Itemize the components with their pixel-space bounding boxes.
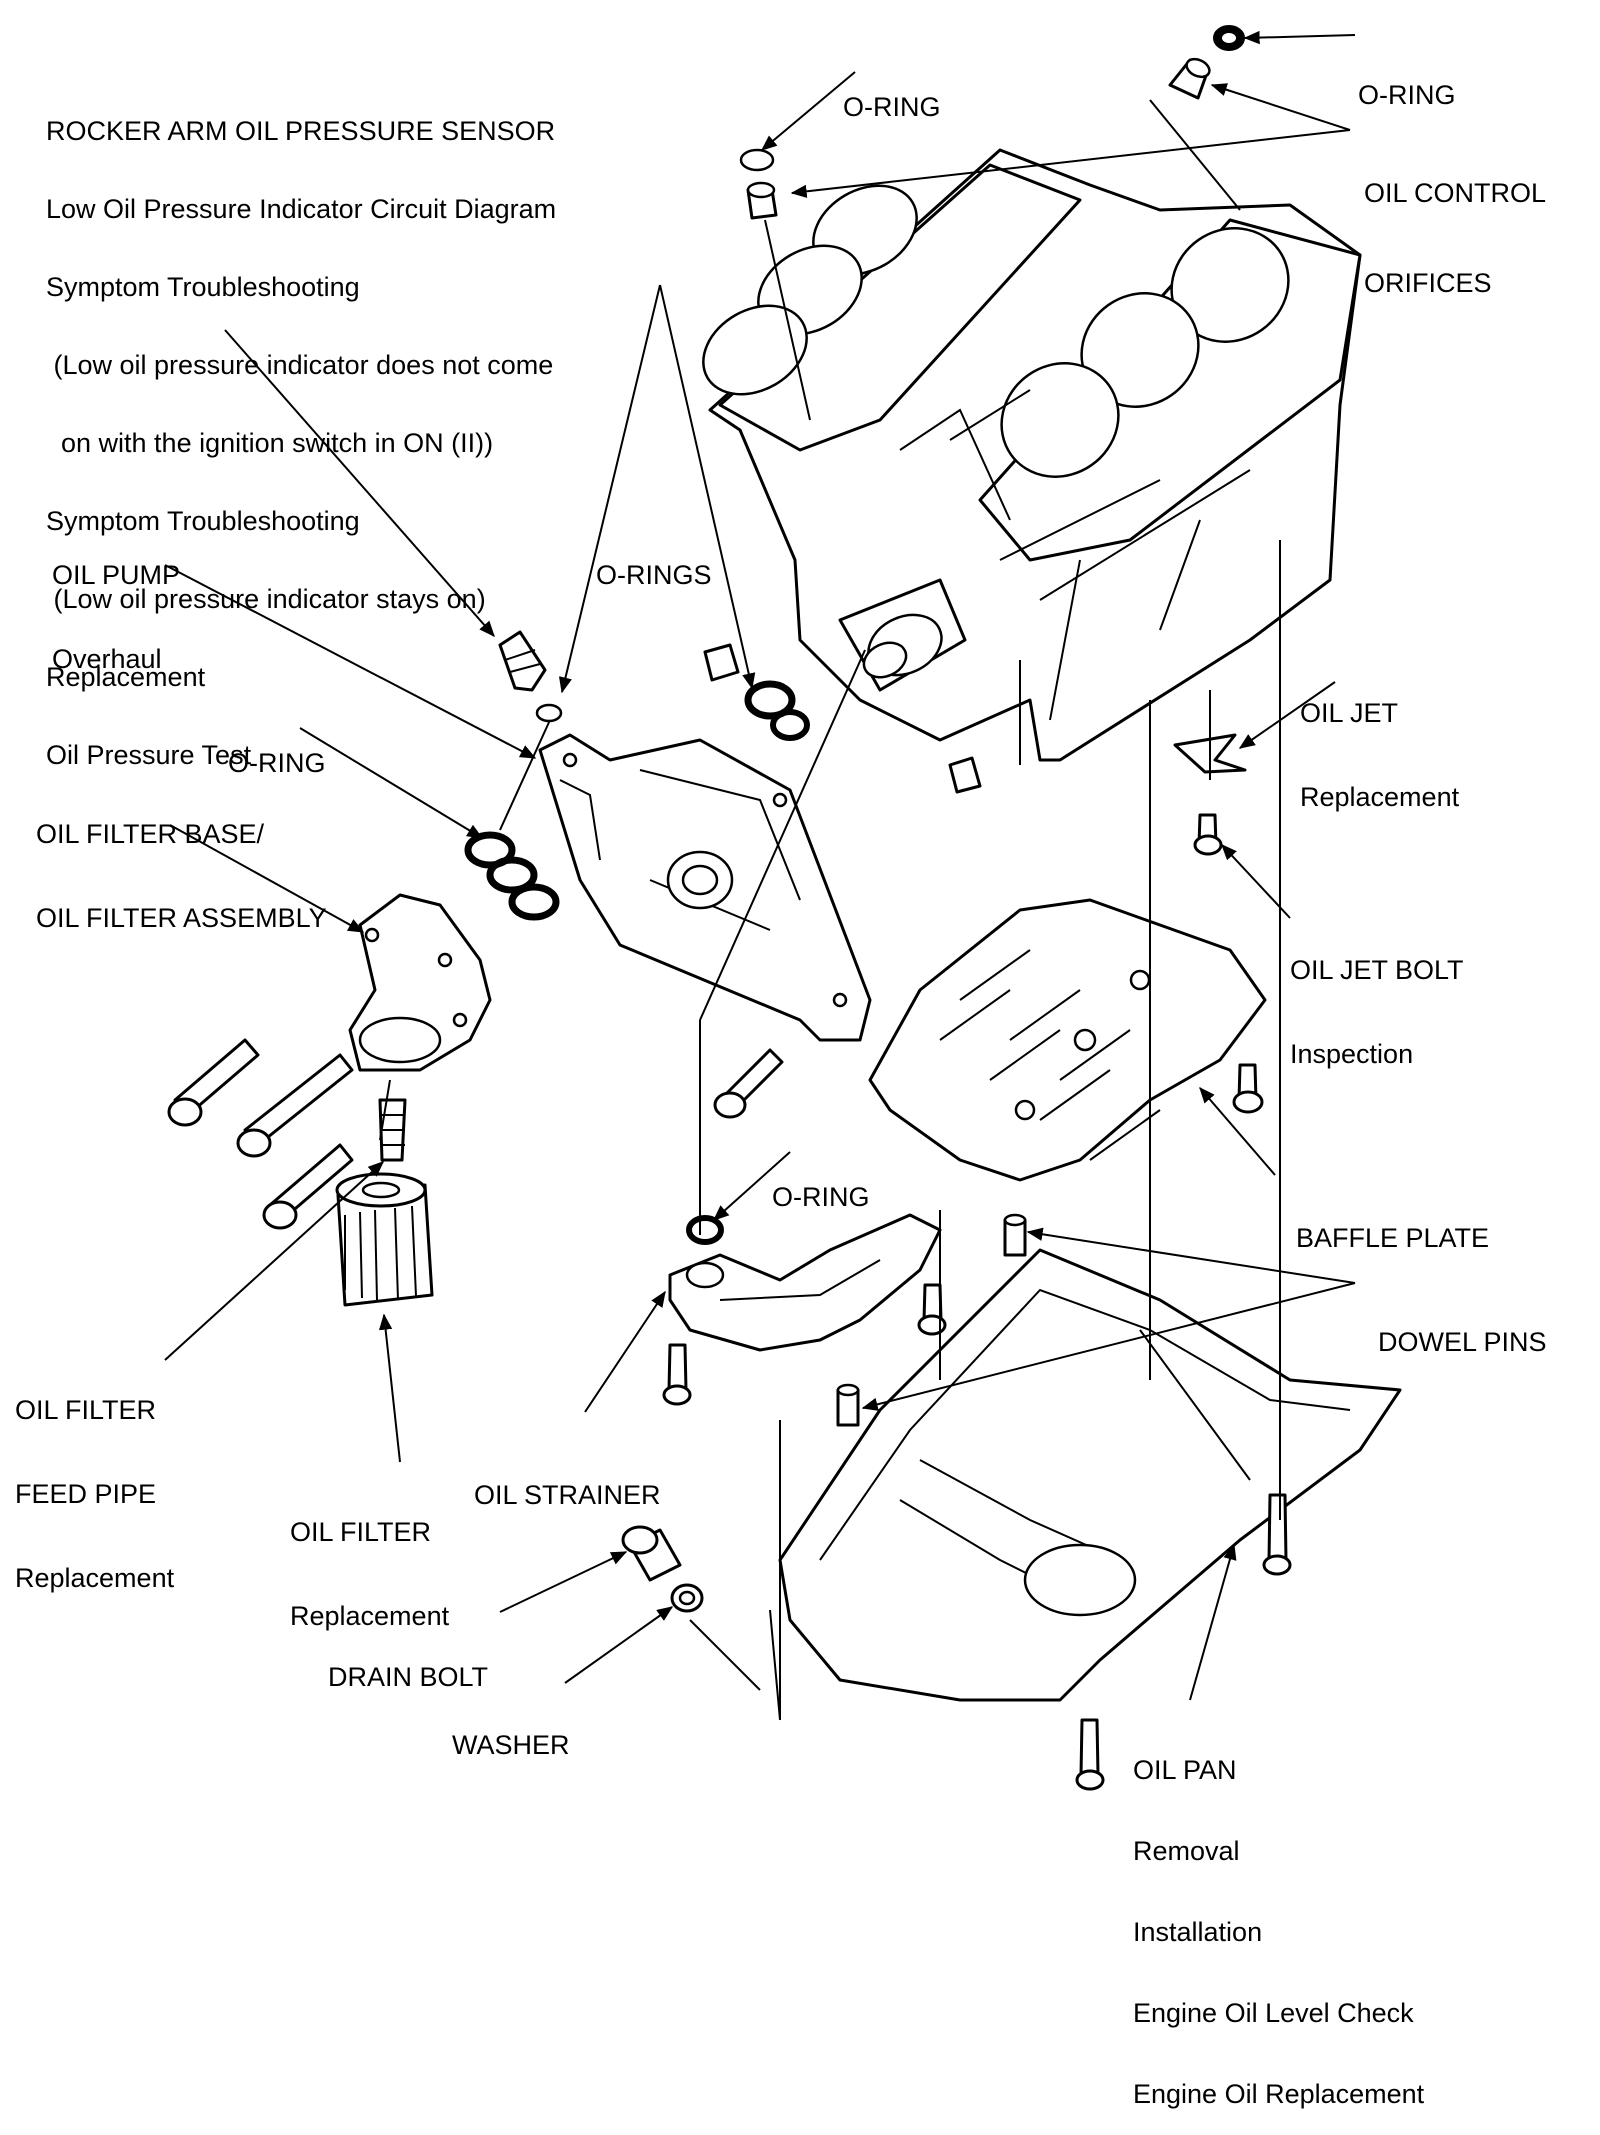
label-o-ring-top-center: O-RING: [843, 92, 941, 122]
diagram-artwork: [164, 25, 1402, 1791]
filter-base-bolts: [167, 1038, 354, 1230]
oil-filter: [335, 1172, 434, 1307]
label-oil-pan: OIL PAN Removal Installation Engine Oil …: [1133, 1755, 1425, 2109]
label-washer: WASHER: [452, 1730, 570, 1760]
drain-bolt-washer: [621, 1525, 704, 1613]
label-oil-jet: OIL JET Replacement: [1300, 698, 1460, 812]
label-oil-filter-feed-pipe: OIL FILTER FEED PIPE Replacement: [15, 1395, 175, 1593]
label-dowel-pins: DOWEL PINS: [1378, 1327, 1547, 1357]
label-oil-strainer: OIL STRAINER: [474, 1480, 661, 1510]
dowel-pins: [836, 1213, 1027, 1427]
label-o-ring-left: O-RING: [228, 748, 326, 778]
label-drain-bolt: DRAIN BOLT: [328, 1662, 489, 1692]
label-oil-filter: OIL FILTER Replacement: [290, 1517, 450, 1631]
label-oil-filter-base: OIL FILTER BASE/ OIL FILTER ASSEMBLY: [36, 819, 327, 933]
oil-strainer: [662, 1213, 947, 1406]
assembly-lines: [379, 99, 1281, 1721]
engine-block: [702, 148, 1362, 762]
top-orifice-parts: [739, 25, 1245, 220]
pump-o-rings: [464, 680, 810, 921]
oil-pan: [778, 1248, 1402, 1791]
leader-lines: [164, 30, 1356, 1701]
label-baffle-plate: BAFFLE PLATE: [1296, 1223, 1490, 1253]
label-oil-control-orifices: OIL CONTROL ORIFICES: [1364, 178, 1547, 298]
oil-pump: [538, 643, 982, 1042]
label-o-ring-strainer: O-RING: [772, 1182, 870, 1212]
label-oil-pump: OIL PUMP Overhaul: [52, 560, 181, 674]
label-o-rings: O-RINGS: [596, 560, 712, 590]
exploded-parts-diagram: O-RING O-RING OIL CONTROL ORIFICES ROCKE…: [15, 25, 1547, 2108]
oil-pressure-sensor: [498, 630, 563, 723]
baffle-plate: [868, 898, 1267, 1182]
label-oil-jet-bolt: OIL JET BOLT Inspection: [1290, 955, 1464, 1069]
pump-bolt: [713, 1048, 784, 1119]
label-rocker-arm-oil-pressure-sensor: ROCKER ARM OIL PRESSURE SENSOR Low Oil P…: [46, 116, 557, 770]
oil-filter-base: [348, 893, 492, 1072]
feed-pipe: [378, 1098, 407, 1162]
label-o-ring-top-right: O-RING: [1358, 80, 1456, 110]
